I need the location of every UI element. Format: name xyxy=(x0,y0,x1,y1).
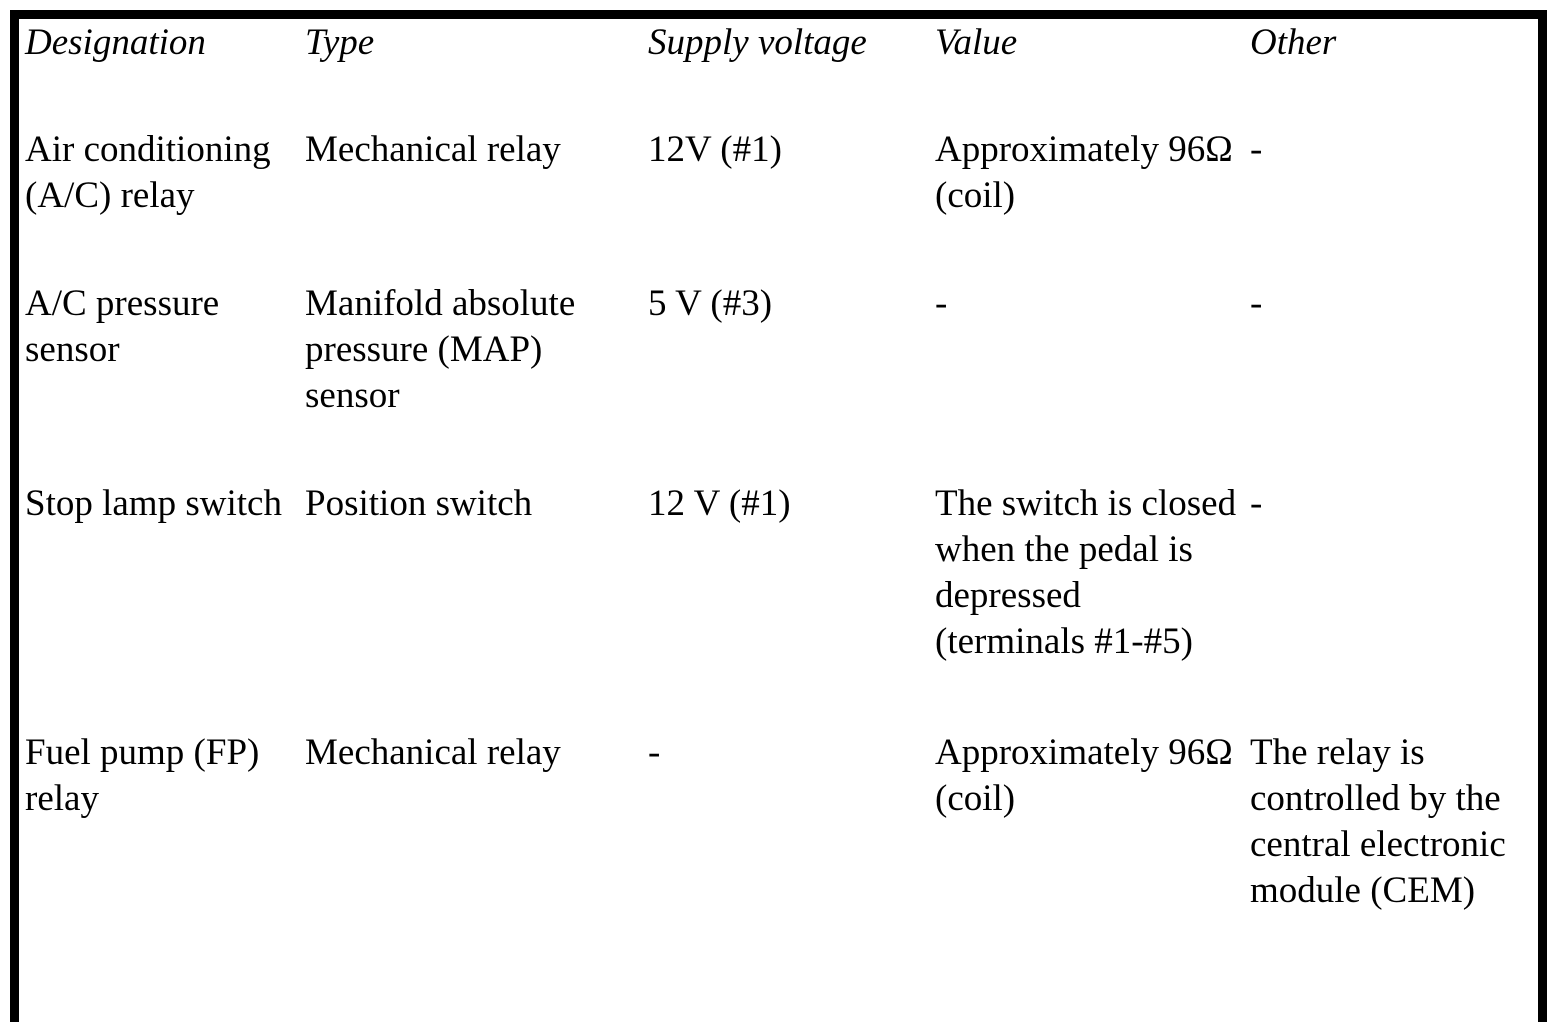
cell-supply-voltage: 5 V (#3) xyxy=(648,283,773,324)
cell-value: The switch is closed when the pedal is d… xyxy=(935,483,1237,662)
column-header-value: Value xyxy=(935,22,1018,63)
cell-other: - xyxy=(1250,483,1263,524)
cell-value: - xyxy=(935,283,948,324)
table-row-fuel-pump-relay: Fuel pump (FP) relay Mechanical relay - … xyxy=(19,729,1538,1027)
table-row-stop-lamp-switch: Stop lamp switch Position switch 12 V (#… xyxy=(19,480,1538,729)
column-header-type: Type xyxy=(305,22,375,63)
cell-value: Approximately 96Ω (coil) xyxy=(935,732,1233,819)
cell-value: Approximately 96Ω (coil) xyxy=(935,129,1233,216)
component-spec-table: Designation Type Supply voltage Value Ot… xyxy=(19,19,1538,1027)
cell-type: Mechanical relay xyxy=(305,732,561,773)
table-row-ac-relay: Air conditioning (A/C) relay Mechanical … xyxy=(19,126,1538,280)
cell-designation: Air conditioning (A/C) relay xyxy=(25,129,271,216)
cell-designation: Stop lamp switch xyxy=(25,483,282,524)
cell-designation: Fuel pump (FP) relay xyxy=(25,732,260,819)
component-spec-table-frame: Designation Type Supply voltage Value Ot… xyxy=(10,10,1547,1022)
header-row: Designation Type Supply voltage Value Ot… xyxy=(19,19,1538,126)
column-header-supply-voltage: Supply voltage xyxy=(648,22,867,63)
cell-other: - xyxy=(1250,283,1263,324)
cell-type: Position switch xyxy=(305,483,533,524)
table-row-ac-pressure-sensor: A/C pressure sensor Manifold absolute pr… xyxy=(19,280,1538,480)
cell-supply-voltage: 12 V (#1) xyxy=(648,483,791,524)
cell-designation: A/C pressure sensor xyxy=(25,283,220,370)
cell-type: Manifold absolute pressure (MAP) sensor xyxy=(305,283,576,416)
cell-type: Mechanical relay xyxy=(305,129,561,170)
cell-other: - xyxy=(1250,129,1263,170)
cell-supply-voltage: 12V (#1) xyxy=(648,129,782,170)
column-header-other: Other xyxy=(1250,22,1337,63)
cell-other: The relay is controlled by the central e… xyxy=(1250,732,1506,911)
column-header-designation: Designation xyxy=(25,22,206,63)
cell-supply-voltage: - xyxy=(648,732,661,773)
